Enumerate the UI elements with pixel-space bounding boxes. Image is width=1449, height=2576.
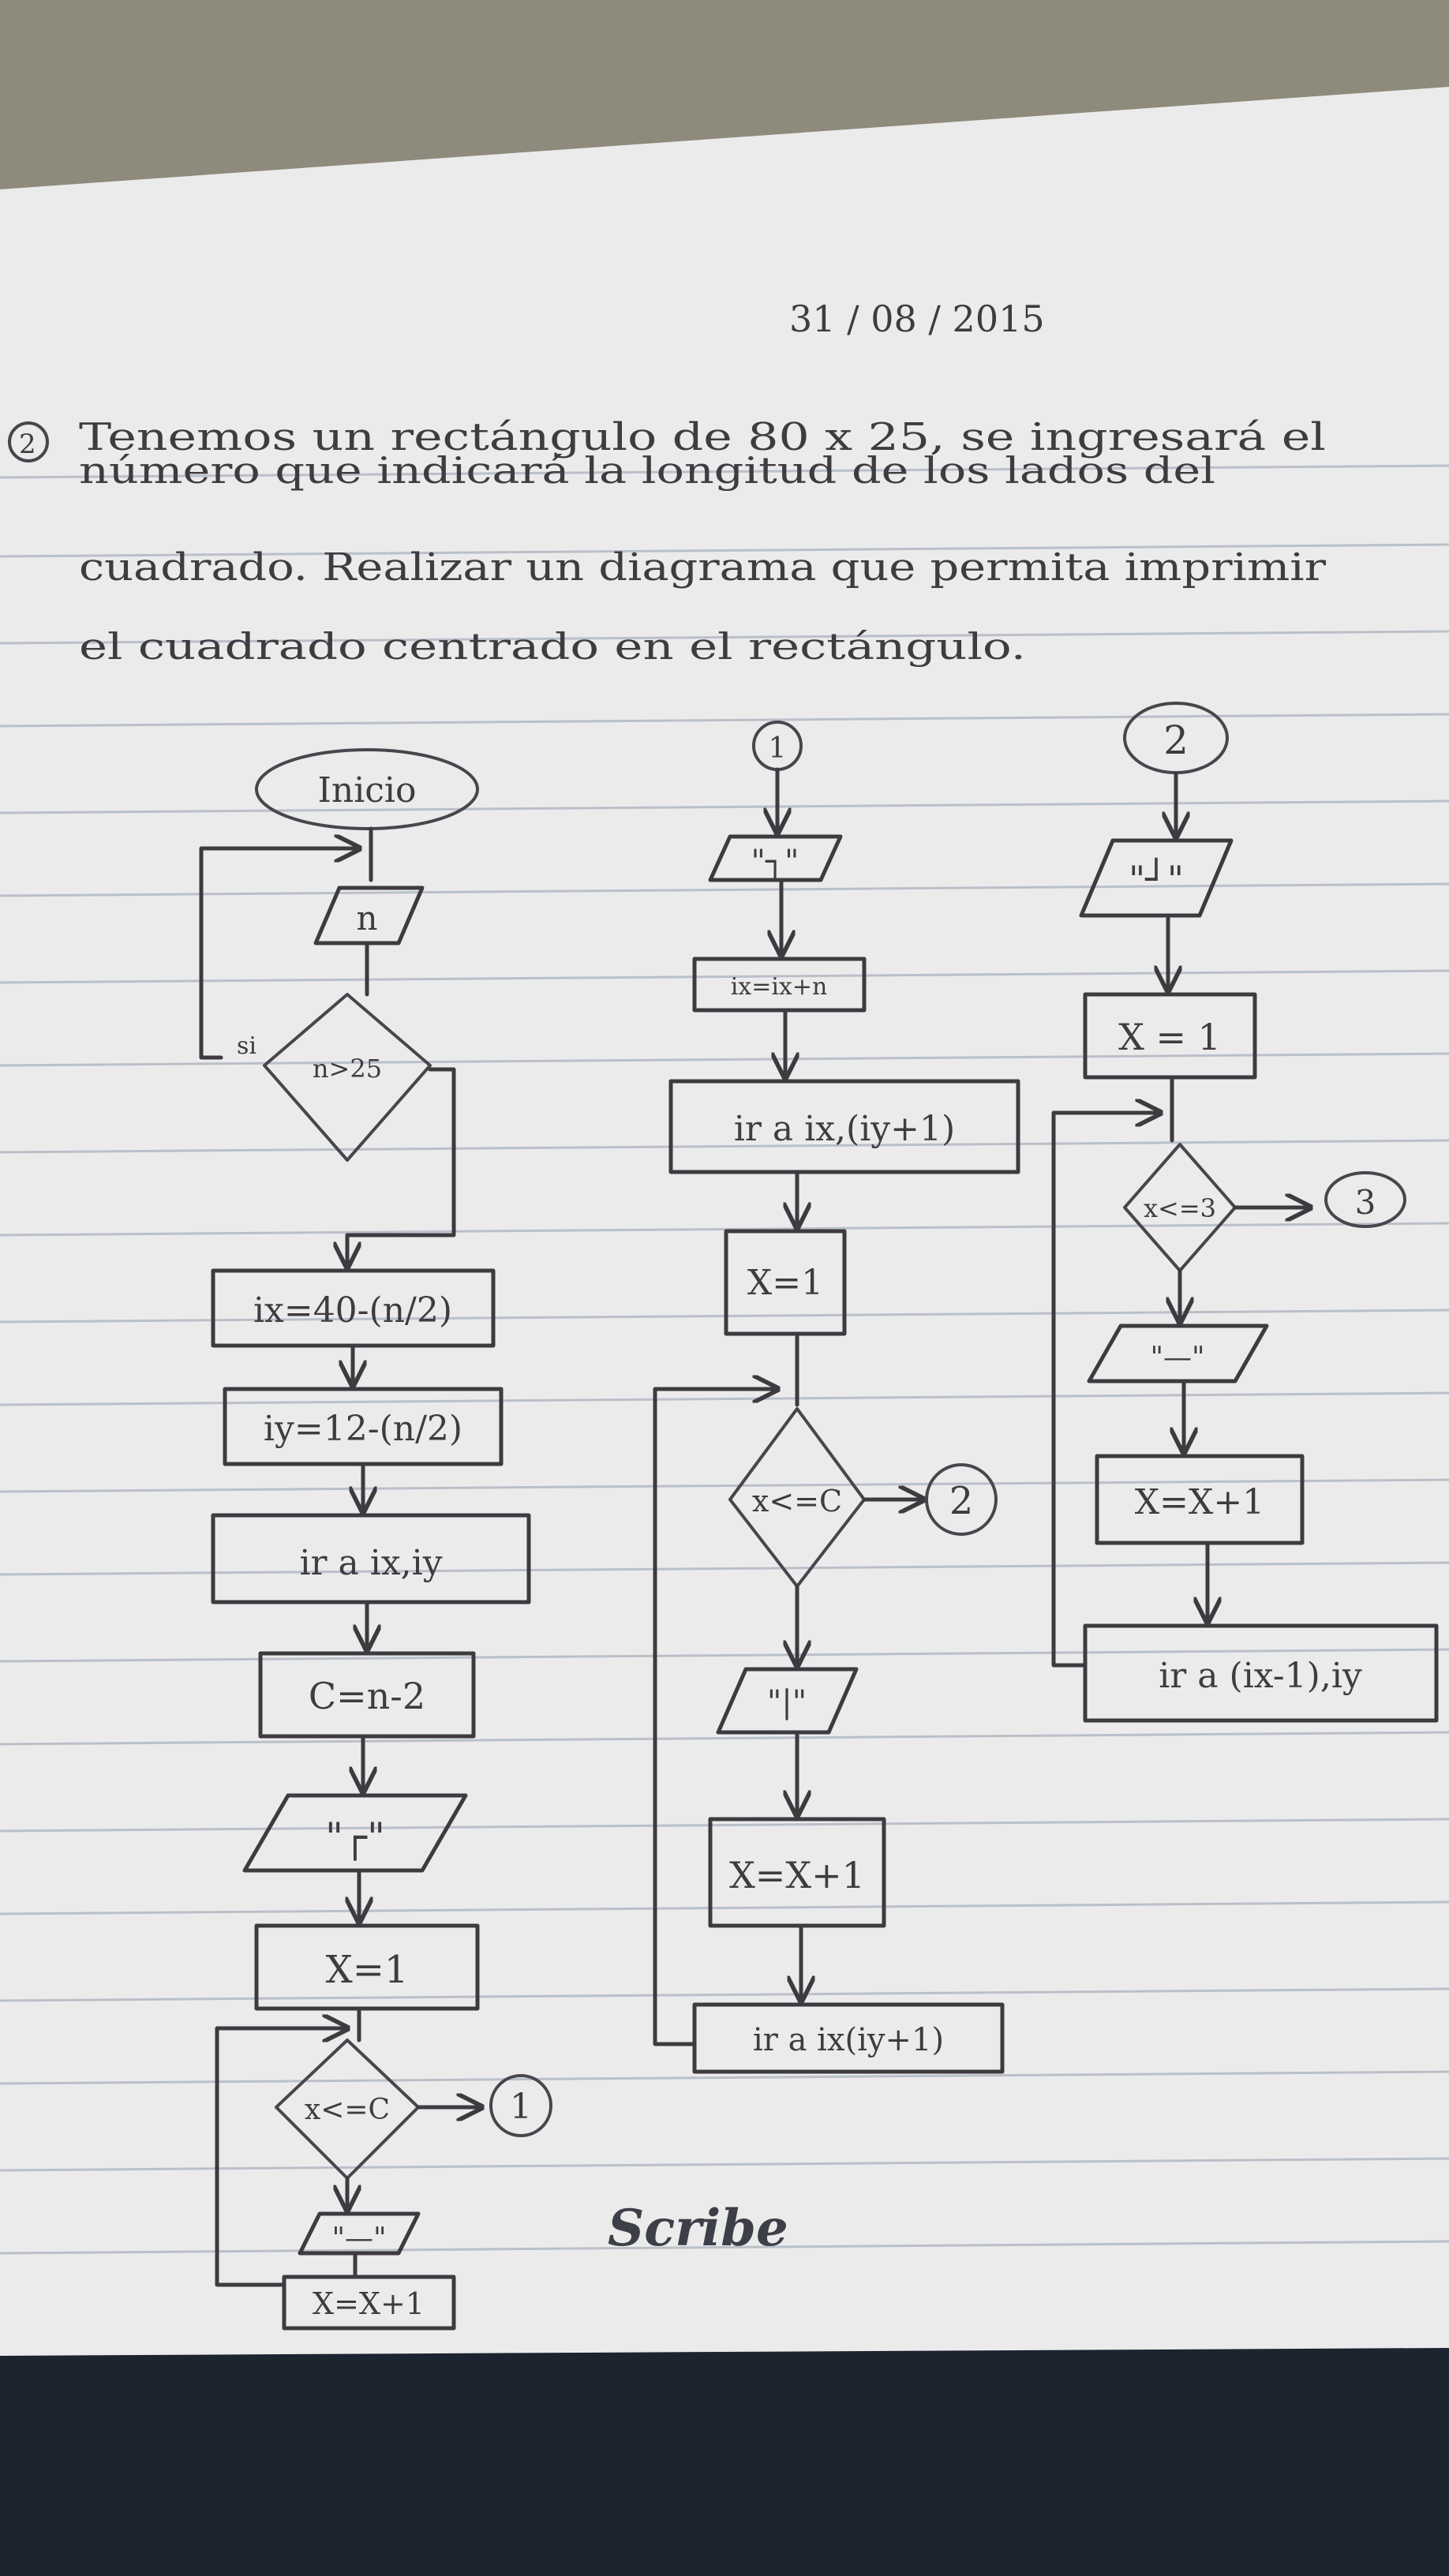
print-dash-parallelogram [298,2211,421,2256]
loop-decision-label: x<=C [752,1484,842,1518]
process-x1-label: X=1 [747,1263,823,1303]
print-bar-label: "|" [767,1684,807,1720]
problem-line-3: cuadrado. Realizar un diagrama que permi… [79,545,1326,590]
problem-line-2: número que indicará la longitud de los l… [79,449,1215,492]
goto-ix-iy1-label: ir a ix,(iy+1) [734,1109,955,1149]
print-dash-label: "—" [1150,1342,1204,1374]
process-increment-label: X=X+1 [729,1854,865,1896]
goto-prev-col [1083,1623,1439,1723]
loop-decision-label: x<=3 [1144,1193,1216,1223]
connector-3-label: 3 [1355,1183,1376,1222]
input-label: n [356,899,377,938]
flowchart-1: Inicio n n>25 si ix=40-(n/2) iy=12-(n/2)… [199,748,552,2331]
process-x1 [724,1229,847,1336]
process-c-label: C=n-2 [309,1675,425,1717]
goto-ix-iy [211,1513,531,1604]
loop-back-arrow [653,1389,777,2046]
loop-back-arrow [215,2028,347,2287]
process-x1-label: X=1 [326,1948,409,1992]
process-increment [708,1817,886,1928]
fabric-bottom [0,2336,1449,2576]
flowchart-3: 2 "┘" X = 1 x<=3 3 "—" X=X+1 ir a (ix-1)… [1051,702,1439,1723]
goto-prev-col-label: ir a (ix-1),iy [1159,1656,1362,1696]
date-text: 31 / 08 / 2015 [789,298,1045,340]
off-page-connector-1 [489,2074,552,2137]
print-corner-label: "┐" [751,844,799,881]
problem-number: 2 [19,429,36,460]
goto-ix-iy1 [668,1079,1020,1174]
off-page-connector-2 [925,1463,998,1536]
flowchart-2: 1 "┐" ix=ix+n ir a ix,(iy+1) X=1 x<=C 2 … [653,721,1020,2074]
start-terminal [255,748,479,830]
process-increment-label: X=X+1 [313,2286,425,2321]
decision-label: n>25 [313,1054,382,1084]
process-iy-label: iy=12-(n/2) [264,1409,462,1449]
problem-line-1: Tenemos un rectángulo de 80 x 25, se ing… [79,415,1326,459]
process-x1 [254,1923,480,2011]
decision-no-branch [345,1067,456,1237]
process-x1-label: X = 1 [1118,1016,1221,1058]
print-bar-parallelogram [716,1667,859,1735]
loop-decision-label: x<=C [305,2094,390,2126]
start-label: Inicio [318,770,417,811]
print-corner-label: "┌" [325,1814,385,1861]
connector-1-label: 1 [510,2087,532,2127]
goto-next-row-label: ir a ix(iy+1) [753,2022,944,2058]
process-increment-label: X=X+1 [1135,1482,1264,1522]
connector-2-label: 2 [949,1479,974,1523]
print-corner-parallelogram [242,1793,468,1873]
process-c [258,1651,476,1739]
input-parallelogram [313,886,425,945]
decision-diamond [263,993,432,1162]
process-ix-label: ix=40-(n/2) [253,1290,452,1331]
decision-yes-label: si [237,1032,256,1060]
process-increment [1095,1454,1305,1545]
entry-connector-2-label: 2 [1163,717,1189,763]
scribe-watermark: Scribe [608,2199,788,2258]
print-dash-label: "—" [331,2222,386,2255]
ruled-lines [0,464,1449,2255]
entry-connector-1-label: 1 [769,732,787,765]
off-page-connector-3 [1324,1171,1406,1228]
problem-line-4: el cuadrado centrado en el rectángulo. [79,625,1026,668]
print-dash-parallelogram [1087,1324,1269,1383]
print-corner-parallelogram [708,834,843,882]
process-ix [692,957,867,1013]
loop-back-arrow [1051,1113,1160,1668]
problem-number-circle [8,421,49,462]
process-increment [282,2275,456,2331]
process-ix-label: ix=ix+n [731,973,828,1001]
print-corner-label: "┘" [1129,857,1184,900]
loop-back-arrow [199,848,359,1060]
goto-ix-iy-label: ir a ix,iy [299,1543,442,1583]
print-corner-parallelogram [1079,838,1234,918]
goto-next-row [692,2002,1005,2074]
